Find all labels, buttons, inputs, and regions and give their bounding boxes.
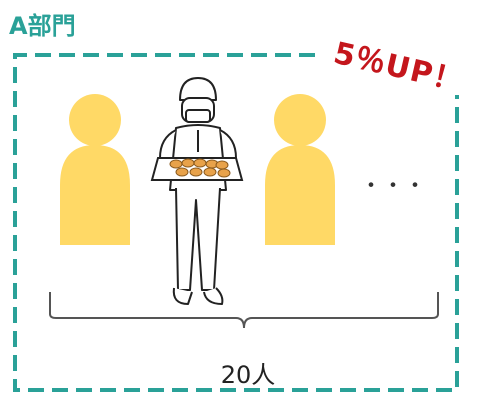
count-brace <box>50 292 438 328</box>
department-label: A部門 <box>9 6 76 41</box>
bread-tray-icon <box>152 158 242 180</box>
person-silhouette-icon <box>60 94 130 245</box>
baker-with-tray-icon <box>160 78 236 304</box>
team-count: 20人 <box>210 355 286 390</box>
ellipsis-dots: ・・・ <box>360 174 426 199</box>
person-silhouette-icon <box>265 94 335 245</box>
